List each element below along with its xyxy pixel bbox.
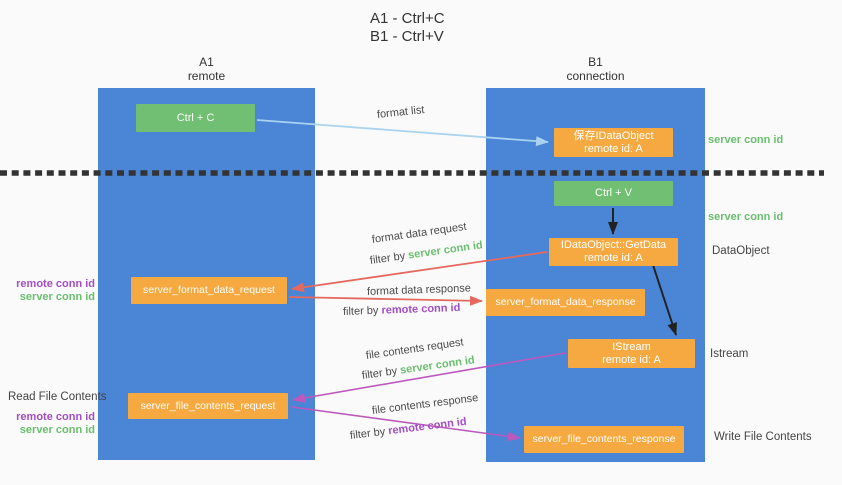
istream-line2: remote id: A: [602, 353, 661, 366]
lifeline-header-a1: A1 remote: [98, 55, 315, 83]
getdata-line1: IDataObject::GetData: [560, 239, 667, 251]
write-file-contents-annotation: Write File Contents: [714, 431, 812, 443]
lifeline-b1-role: connection: [566, 69, 625, 83]
server-conn-id-annotation-right: server conn id: [708, 211, 784, 223]
server-format-data-request-box: server_format_data_request: [131, 277, 287, 304]
server-conn-id-text: server conn id: [19, 290, 95, 303]
conn-id-annotation-left-top: remote conn id server conn id: [0, 278, 95, 303]
filter-by-text: filter by: [349, 425, 386, 442]
lifeline-header-b1: B1 connection: [486, 55, 705, 83]
server-file-contents-request-box: server_file_contents_request: [128, 393, 288, 419]
idataobject-getdata-box: IDataObject::GetData remote id: A: [549, 238, 678, 266]
filter-by-text: filter by: [342, 304, 379, 318]
server-conn-id-text: server conn id: [19, 423, 95, 436]
save-idataobject-line1: 保存IDataObject: [573, 129, 654, 142]
read-file-contents-annotation: Read File Contents: [8, 391, 107, 403]
file-contents-response-filter-label: filter by remote conn id: [349, 416, 467, 442]
server-conn-id-annotation-top-right: server conn id: [708, 134, 784, 146]
format-list-label: format list: [376, 104, 426, 121]
format-data-response-label: format data response: [366, 282, 472, 298]
diagram-title: A1 - Ctrl+C B1 - Ctrl+V: [370, 10, 445, 46]
conn-id-annotation-left-bottom: remote conn id server conn id: [0, 411, 95, 436]
dataobject-annotation: DataObject: [712, 245, 770, 257]
lifeline-a1-name: A1: [199, 55, 214, 69]
lifeline-b1-name: B1: [588, 55, 603, 69]
server-conn-id-text: server conn id: [407, 239, 484, 262]
remote-conn-id-text: remote conn id: [387, 415, 468, 438]
istream-annotation: Istream: [710, 348, 749, 360]
title-line-a1: A1 - Ctrl+C: [370, 10, 445, 27]
save-idataobject-line2: remote id: A: [584, 142, 643, 155]
format-data-response-arrow: [288, 295, 483, 306]
filter-by-text: filter by: [369, 250, 406, 267]
server-conn-id-text: server conn id: [399, 354, 476, 377]
remote-conn-id-text: remote conn id: [381, 301, 461, 317]
ctrl-c-box: Ctrl + C: [136, 104, 255, 132]
title-line-b1: B1 - Ctrl+V: [370, 28, 444, 45]
file-contents-response-label: file contents response: [371, 392, 479, 417]
remote-conn-id-text: remote conn id: [16, 411, 95, 423]
ctrl-v-box: Ctrl + V: [554, 181, 673, 206]
istream-box: IStream remote id: A: [568, 339, 695, 368]
lifeline-a1-role: remote: [187, 69, 226, 83]
format-data-response-filter-label: filter by remote conn id: [343, 302, 461, 318]
remote-conn-id-text: remote conn id: [16, 278, 95, 290]
server-file-contents-response-box: server_file_contents_response: [524, 426, 684, 453]
istream-line1: IStream: [612, 340, 651, 353]
getdata-line2: remote id: A: [584, 252, 643, 264]
filter-by-text: filter by: [361, 365, 398, 382]
server-format-data-response-box: server_format_data_response: [486, 289, 645, 316]
save-idataobject-box: 保存IDataObject remote id: A: [554, 128, 673, 157]
